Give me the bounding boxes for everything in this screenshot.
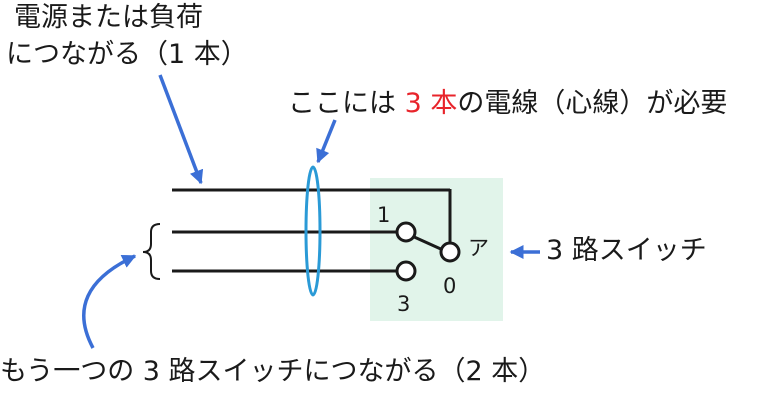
three-wire-label-pre: ここには	[288, 88, 405, 119]
terminal-0-label: 0	[443, 274, 457, 298]
power-label-line2: につながる（1 本）	[6, 39, 248, 70]
three-wire-label-highlight: 3 本	[404, 88, 458, 119]
ring-arrow	[316, 119, 337, 164]
other-switch-arrow	[82, 254, 137, 349]
power-label-line1: 電源または負荷	[14, 2, 203, 33]
switch-lever	[411, 234, 444, 252]
terminal-a-circle	[439, 241, 461, 263]
other-switch-label: もう一つの 3 路スイッチにつながる（2 本）	[0, 356, 546, 387]
terminal-1-circle	[395, 221, 417, 243]
switch-box	[370, 178, 503, 321]
terminal-a-label: ア	[468, 236, 489, 260]
terminal-3-label: 3	[397, 292, 411, 316]
curly-brace	[142, 223, 161, 280]
bundle-ring	[304, 165, 322, 297]
terminal-1-label: 1	[377, 203, 391, 227]
three-wire-label: ここには 3 本の電線（心線）が必要	[288, 86, 727, 122]
power-arrow	[158, 74, 204, 185]
terminal-3-circle	[395, 260, 417, 282]
switch-name-label: 3 路スイッチ	[546, 235, 707, 266]
three-wire-label-post: の電線（心線）が必要	[457, 88, 728, 119]
